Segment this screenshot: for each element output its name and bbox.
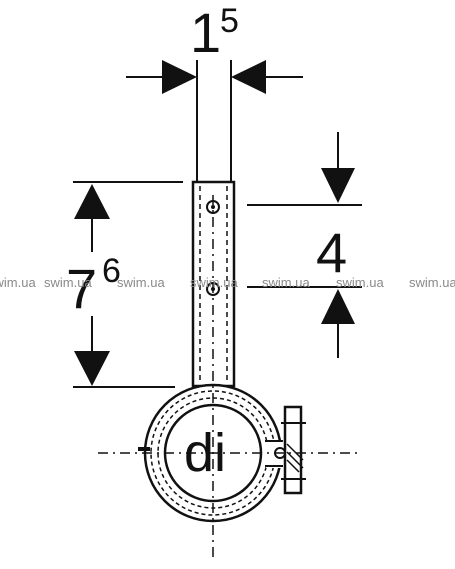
watermark-row: swim.ua swim.ua swim.ua swim.ua swim.ua swim.… [0,275,455,290]
height-dimension: 7 6 [66,181,183,388]
offset-arrow-bottom [321,289,355,324]
height-arrow-top [74,184,110,219]
height-label-base: 7 [66,257,97,320]
top-hole-center [211,205,215,209]
offset-label: 4 [316,221,347,284]
width-label-base: 1 [190,1,221,64]
clamp-bolt [274,405,306,495]
width-dimension: 1 5 [126,1,303,182]
width-label-sup: 5 [220,2,239,40]
width-arrow-right [231,60,266,94]
ring-gap [266,440,282,468]
watermark-text: swim.ua [409,275,455,290]
bolt-thread-3 [286,459,300,473]
offset-dimension: 4 [247,132,362,358]
bolt-thread-1 [286,443,304,461]
watermark-text: swim.ua [336,275,384,290]
watermark-text: swim.ua [0,275,36,290]
width-arrow-left [162,60,197,94]
center-lines [98,195,360,560]
height-label-sup: 6 [102,252,121,290]
watermark-text: swim.ua [190,275,238,290]
bolt-thread-2 [286,451,304,469]
watermark-text: swim.ua [117,275,165,290]
offset-arrow-top [321,168,355,203]
height-arrow-bottom [74,351,110,386]
watermark-text: swim.ua [262,275,310,290]
watermark-text: swim.ua [44,275,92,290]
